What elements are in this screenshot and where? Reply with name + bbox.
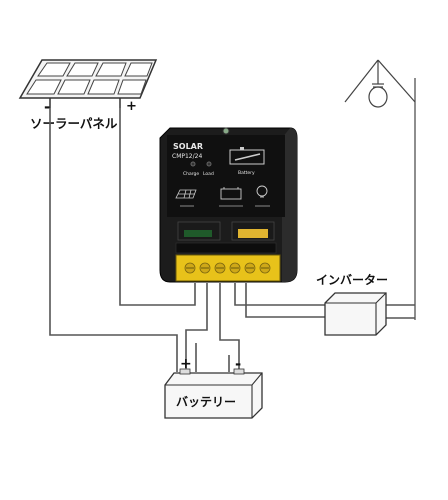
lamp-icon [344, 59, 416, 320]
inverter-label: インバーター [316, 273, 388, 287]
controller-model: CMP12/24 [172, 153, 202, 160]
solar-panel-label: ソーラーパネル [30, 116, 118, 131]
battery-minus-sign: - [235, 355, 241, 373]
led-charge-label: Charge [183, 171, 199, 177]
battery-symbol-icon [220, 187, 242, 200]
battery-box [164, 368, 263, 419]
battery-indicator-label: Battery [238, 170, 255, 176]
inverter-box [324, 292, 387, 336]
charge-controller: SOLAR CMP12/24 Charge Load Battery [159, 127, 298, 283]
battery-label: バッテリー [176, 395, 236, 409]
wires [49, 108, 415, 372]
solar-panel [18, 59, 158, 108]
solar-symbol-icon [175, 189, 197, 199]
battery-plus-sign: + [180, 356, 192, 372]
led-load-label: Load [203, 171, 214, 177]
controller-brand: SOLAR [173, 142, 203, 151]
bulb-symbol-icon [256, 185, 268, 198]
solar-plus-sign: + [126, 99, 137, 114]
solar-minus-sign: - [44, 98, 50, 116]
